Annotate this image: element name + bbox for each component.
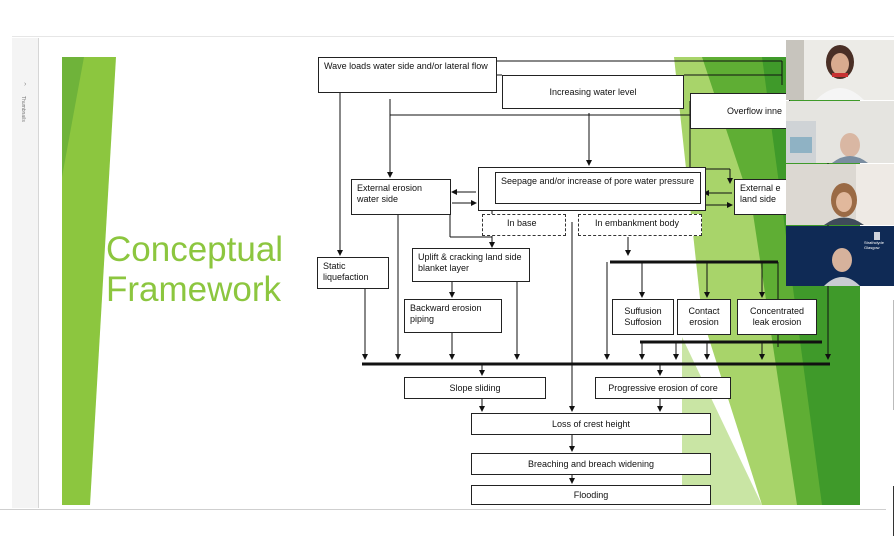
slide-canvas: Conceptual Framework: [62, 57, 860, 505]
box-in-embankment-body: In embankment body: [578, 214, 702, 236]
box-wave-loads: Wave loads water side and/or lateral flo…: [318, 57, 497, 93]
title-line-1: Conceptual: [106, 230, 284, 269]
participant-3-video[interactable]: [786, 164, 894, 225]
box-loss-of-crest-height: Loss of crest height: [471, 413, 711, 435]
box-seepage-outer: Seepage and/or increase of pore water pr…: [478, 167, 706, 211]
box-concentrated-leak-erosion: Concentrated leak erosion: [737, 299, 817, 335]
box-seepage: Seepage and/or increase of pore water pr…: [495, 172, 701, 204]
box-slope-sliding: Slope sliding: [404, 377, 546, 399]
bottom-divider: [0, 509, 886, 510]
top-divider: [12, 36, 894, 37]
box-contact-erosion: Contact erosion: [677, 299, 731, 335]
participant-2-video[interactable]: [786, 101, 894, 163]
box-backward-erosion-piping: Backward erosion piping: [404, 299, 502, 333]
participant-1-video[interactable]: [786, 40, 894, 100]
box-external-erosion-land-side: External e land side: [734, 179, 794, 215]
person-3-icon: [786, 164, 894, 225]
thumbnails-label: Thumbnails: [20, 96, 26, 122]
box-progressive-erosion: Progressive erosion of core: [595, 377, 731, 399]
thumbnails-pane[interactable]: › Thumbnails: [12, 38, 39, 508]
person-2-icon: [786, 101, 894, 163]
title-line-2: Framework: [106, 270, 282, 309]
box-suffusion: Suffusion Suffosion: [612, 299, 674, 335]
box-flooding: Flooding: [471, 485, 711, 505]
box-uplift-cracking: Uplift & cracking land side blanket laye…: [412, 248, 530, 282]
person-1-icon: [786, 40, 894, 100]
box-increasing-water-level: Increasing water level: [502, 75, 684, 109]
box-breaching: Breaching and breach widening: [471, 453, 711, 475]
box-overflow: Overflow inne: [690, 93, 790, 129]
left-green-shade: [62, 57, 84, 177]
collapse-chevron-icon[interactable]: ›: [24, 81, 27, 88]
box-in-base: In base: [482, 214, 566, 236]
left-green-banner: [62, 57, 116, 505]
person-4-icon: [786, 226, 894, 286]
participant-4-video[interactable]: Strathclyde Glasgow: [786, 226, 894, 286]
university-logo-text: Strathclyde Glasgow: [864, 240, 885, 250]
box-external-erosion-water-side: External erosion water side: [351, 179, 451, 215]
box-static-liquefaction: Static liquefaction: [317, 257, 389, 289]
top-bar: [0, 0, 894, 36]
slide-title: Conceptual Framework: [106, 230, 283, 310]
